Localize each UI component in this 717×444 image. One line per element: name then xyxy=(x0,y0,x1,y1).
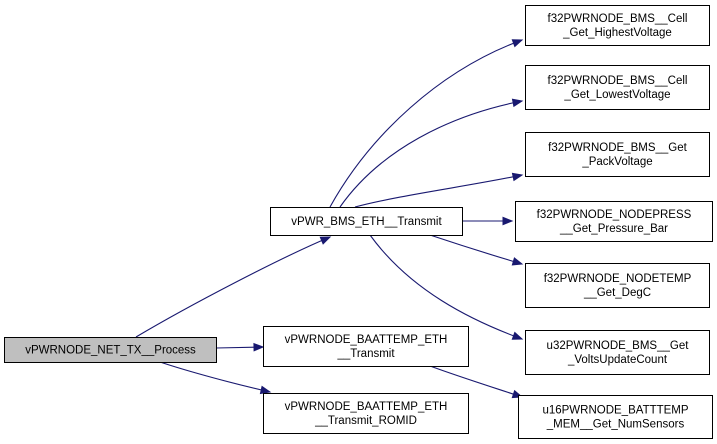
node-label-line: _Get_LowestVoltage xyxy=(563,89,670,101)
node-label-line: u16PWRNODE_BATTTEMP xyxy=(542,405,688,417)
node-label-line: __Transmit xyxy=(336,348,395,360)
edge-arrowhead xyxy=(511,39,524,48)
edge-bms_eth_transmit-to-degc xyxy=(429,234,524,266)
node-pressure-bar[interactable]: f32PWRNODE_NODEPRESS __Get_Pressure_Bar xyxy=(515,201,713,242)
edge-line xyxy=(429,234,523,265)
node-pack-voltage[interactable]: f32PWRNODE_BMS__Get _PackVoltage xyxy=(525,132,710,177)
edge-bms_eth_transmit-to-pressure_bar xyxy=(462,216,514,226)
node-label-line: u32PWRNODE_BMS__Get xyxy=(547,340,690,352)
node-box xyxy=(4,337,217,363)
node-box xyxy=(525,65,710,110)
edge-net_tx_process-to-baattemp_eth_transmit xyxy=(215,342,265,352)
edge-line xyxy=(329,39,523,208)
edge-arrowhead xyxy=(511,98,524,108)
node-box xyxy=(525,5,710,46)
edge-net_tx_process-to-baattemp_eth_transmit_romid xyxy=(159,361,272,395)
node-label-line: __Transmit_ROMID xyxy=(314,415,417,427)
node-label-line: _MEM__Get_NumSensors xyxy=(546,419,685,431)
node-label-line: f32PWRNODE_BMS__Cell xyxy=(548,75,688,87)
node-bms-eth-transmit[interactable]: vPWR_BMS_ETH__Transmit xyxy=(270,207,463,236)
edge-arrowhead xyxy=(502,216,514,226)
node-label-line: f32PWRNODE_BMS__Cell xyxy=(548,13,688,25)
node-degc[interactable]: f32PWRNODE_NODETEMP __Get_DegC xyxy=(525,263,710,308)
edge-arrowhead xyxy=(259,385,272,395)
node-num-sensors[interactable]: u16PWRNODE_BATTTEMP _MEM__Get_NumSensors xyxy=(518,395,713,439)
edges-layer xyxy=(135,39,524,399)
node-label-line: f32PWRNODE_NODEPRESS xyxy=(537,209,692,221)
node-box xyxy=(263,393,469,434)
node-label-line: f32PWRNODE_BMS__Get xyxy=(548,142,687,154)
node-label-line: vPWRNODE_BAATTEMP_ETH xyxy=(285,334,448,346)
edge-line xyxy=(135,236,331,338)
edge-line xyxy=(339,100,523,208)
edge-line xyxy=(429,365,523,398)
edge-arrowhead xyxy=(511,172,524,182)
node-box xyxy=(525,132,710,177)
edge-arrowhead xyxy=(511,257,524,266)
node-label-line: vPWRNODE_BAATTEMP_ETH xyxy=(285,401,448,413)
node-label-line: f32PWRNODE_NODETEMP xyxy=(544,273,692,285)
node-box xyxy=(525,263,710,308)
edge-baattemp_eth_transmit-to-num_sensors xyxy=(429,365,524,399)
node-label-line: __Get_DegC xyxy=(583,287,651,299)
node-label-line: vPWR_BMS_ETH__Transmit xyxy=(291,216,442,228)
nodes-layer: vPWRNODE_NET_TX__Process vPWR_BMS_ETH__Tr… xyxy=(4,5,713,439)
node-label-line: __Get_Pressure_Bar xyxy=(559,223,668,235)
node-label-line: _Get_HighestVoltage xyxy=(562,27,672,39)
edge-line xyxy=(354,174,523,208)
node-box xyxy=(525,330,710,375)
node-box xyxy=(263,326,469,367)
edge-net_tx_process-to-bms_eth_transmit xyxy=(135,236,332,338)
node-volts-update-count[interactable]: u32PWRNODE_BMS__Get _VoltsUpdateCount xyxy=(525,330,710,375)
node-cell-lowest[interactable]: f32PWRNODE_BMS__Cell _Get_LowestVoltage xyxy=(525,65,710,110)
node-net-tx-process[interactable]: vPWRNODE_NET_TX__Process xyxy=(4,337,217,363)
edge-line xyxy=(369,234,523,340)
edge-arrowhead xyxy=(253,342,265,352)
edge-bms_eth_transmit-to-volts_update_count xyxy=(369,234,524,340)
edge-arrowhead xyxy=(319,236,332,245)
edge-line xyxy=(159,361,271,393)
node-box xyxy=(518,395,713,439)
edge-arrowhead xyxy=(511,331,524,340)
node-box xyxy=(515,201,713,242)
node-label-line: _PackVoltage xyxy=(581,156,652,168)
edge-bms_eth_transmit-to-cell_highest xyxy=(329,39,524,208)
node-cell-highest[interactable]: f32PWRNODE_BMS__Cell _Get_HighestVoltage xyxy=(525,5,710,46)
node-baattemp-eth-transmit[interactable]: vPWRNODE_BAATTEMP_ETH __Transmit xyxy=(263,326,469,367)
node-box xyxy=(270,207,463,236)
node-label-line: vPWRNODE_NET_TX__Process xyxy=(25,345,196,357)
edge-bms_eth_transmit-to-cell_lowest xyxy=(339,98,524,208)
node-baattemp-eth-transmit-romid[interactable]: vPWRNODE_BAATTEMP_ETH __Transmit_ROMID xyxy=(263,393,469,434)
node-label-line: _VoltsUpdateCount xyxy=(567,354,668,366)
edge-bms_eth_transmit-to-pack_voltage xyxy=(354,172,524,208)
